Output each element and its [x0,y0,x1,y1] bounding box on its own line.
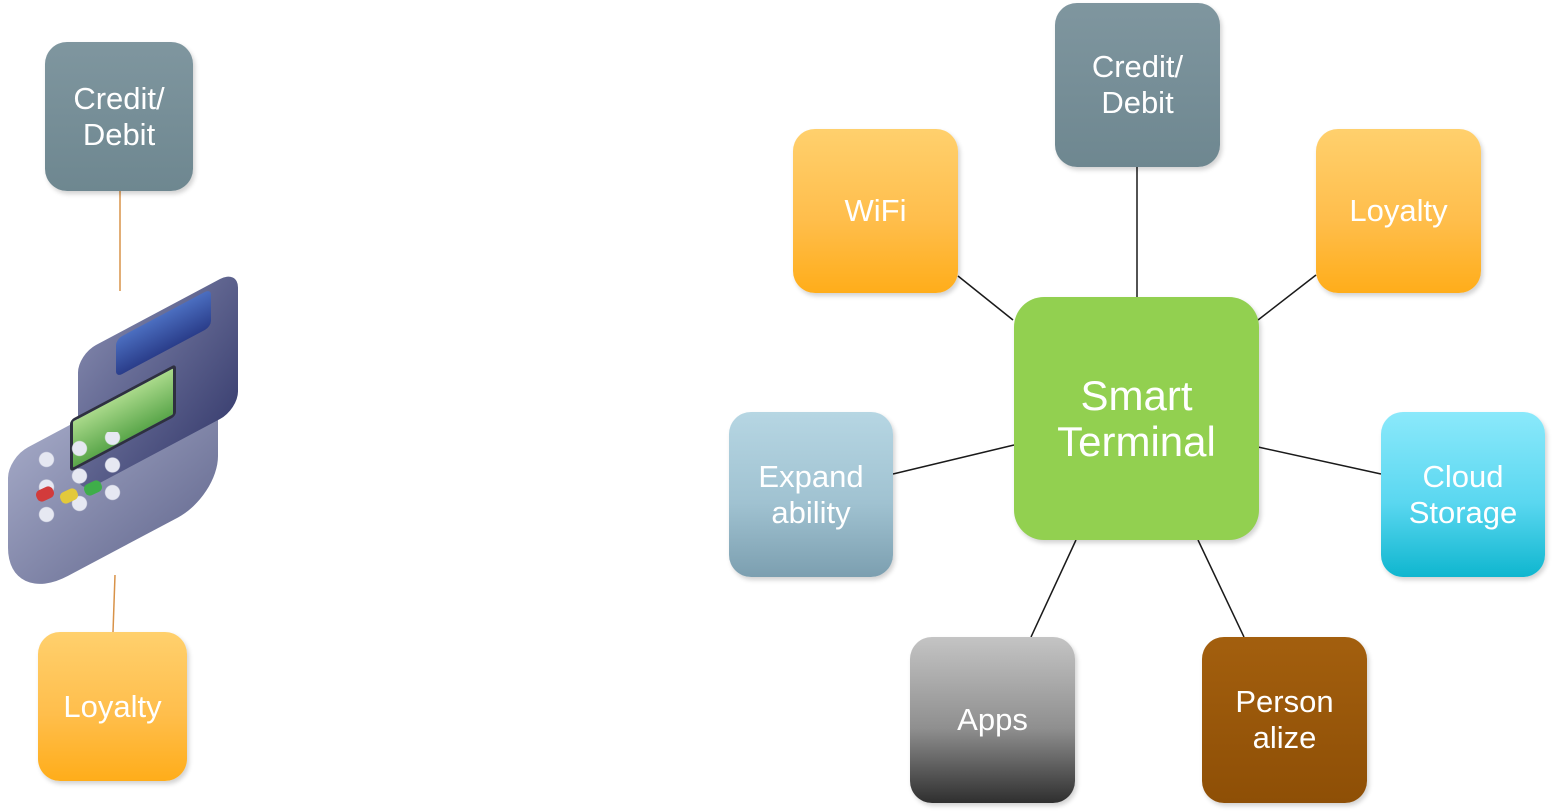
smart-terminal-label: Smart Terminal [1057,371,1216,465]
connector-hub-loyalty [1257,274,1317,321]
payment-terminal-image [8,269,246,608]
left-loyalty-label: Loyalty [63,688,162,724]
hub-credit-debit-label: Credit/ Debit [1091,49,1184,120]
hub-expandability-label: Expand ability [758,458,864,530]
connector-hub-cloud [1257,446,1382,475]
smart-terminal-center-node: Smart Terminal [1014,297,1259,540]
hub-personalize-label: Person alize [1235,684,1334,755]
hub-loyalty-label: Loyalty [1349,193,1448,228]
hub-expandability-node: Expand ability [729,412,893,577]
hub-personalize-node: Person alize [1202,637,1367,803]
left-credit-debit-node: Credit/ Debit [45,42,193,191]
hub-apps-node: Apps [910,637,1075,803]
hub-apps-label: Apps [957,702,1028,737]
hub-cloud-storage-label: Cloud Storage [1408,458,1518,530]
hub-wifi-node: WiFi [793,129,958,293]
hub-loyalty-node: Loyalty [1316,129,1481,293]
connector-hub-expand [892,444,1015,475]
hub-wifi-label: WiFi [844,193,907,228]
hub-cloud-storage-node: Cloud Storage [1381,412,1545,577]
connector-device-loyalty [112,574,116,633]
left-loyalty-node: Loyalty [38,632,187,781]
hub-credit-debit-node: Credit/ Debit [1055,3,1220,167]
connector-hub-wifi [957,275,1014,321]
left-credit-debit-label: Credit/ Debit [73,80,165,152]
connector-hub-apps [1030,539,1077,638]
connector-hub-person [1197,539,1245,638]
